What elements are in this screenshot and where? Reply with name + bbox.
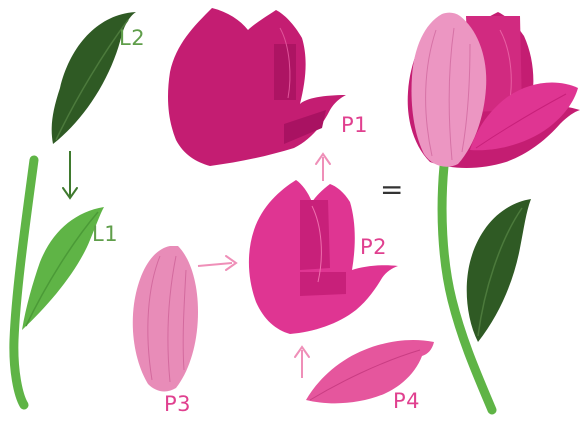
label-p4: P4 — [393, 391, 420, 412]
tulip-icon — [408, 12, 580, 410]
equals-sign: = — [380, 176, 403, 204]
arrow-p3-to-p2 — [198, 256, 236, 270]
label-p1: P1 — [341, 115, 368, 136]
arrow-p2-to-p1 — [316, 154, 330, 181]
stem-leaf-l1-icon — [14, 160, 104, 405]
label-l1: L1 — [92, 224, 118, 245]
label-l2: L2 — [119, 28, 145, 49]
petal-p3-icon — [133, 246, 198, 391]
arrow-p4-to-p2 — [295, 347, 309, 378]
label-p3: P3 — [164, 394, 191, 415]
arrow-l2-to-l1 — [63, 151, 77, 198]
label-p2: P2 — [360, 237, 387, 258]
petal-p1-icon — [168, 8, 346, 166]
